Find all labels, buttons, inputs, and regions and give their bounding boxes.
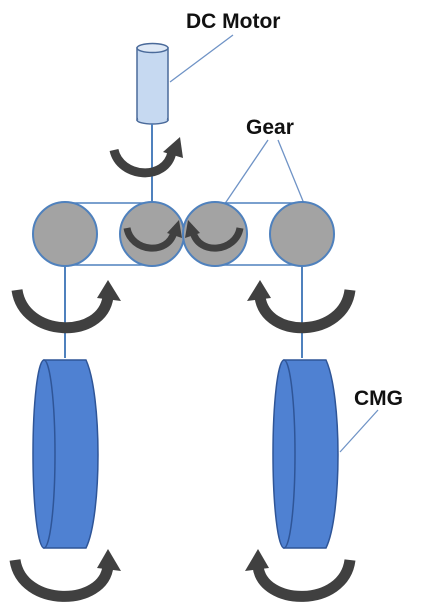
belts [65, 202, 302, 266]
gear-leader-line-left [221, 139, 269, 209]
gear-outer-right [269, 201, 335, 267]
rotation-arrow-gear-right-icon [185, 220, 244, 252]
dc-motor-label: DC Motor [186, 10, 280, 33]
motor-leader-line [169, 34, 234, 83]
rotation-arrow-left-bottom-icon [9, 549, 121, 602]
cmg-label: CMG [354, 387, 403, 410]
cmg-wheel-right [272, 359, 339, 549]
dc-motor [136, 42, 169, 125]
rotation-arrow-left-shaft-icon [11, 280, 121, 334]
rotation-arrow-right-bottom-icon [245, 549, 356, 602]
rotation-arrow-motor-icon [109, 137, 183, 178]
gear-inner-right [182, 201, 248, 267]
rotation-arrow-gear-left-icon [123, 220, 182, 252]
gear-label: Gear [246, 116, 294, 139]
cmg-leader-line [339, 409, 379, 453]
cmg-wheel-left [32, 359, 99, 549]
rotation-arrow-right-shaft-icon [247, 280, 356, 334]
gear-leader-line-right [277, 139, 306, 207]
gear-outer-left [32, 201, 98, 267]
